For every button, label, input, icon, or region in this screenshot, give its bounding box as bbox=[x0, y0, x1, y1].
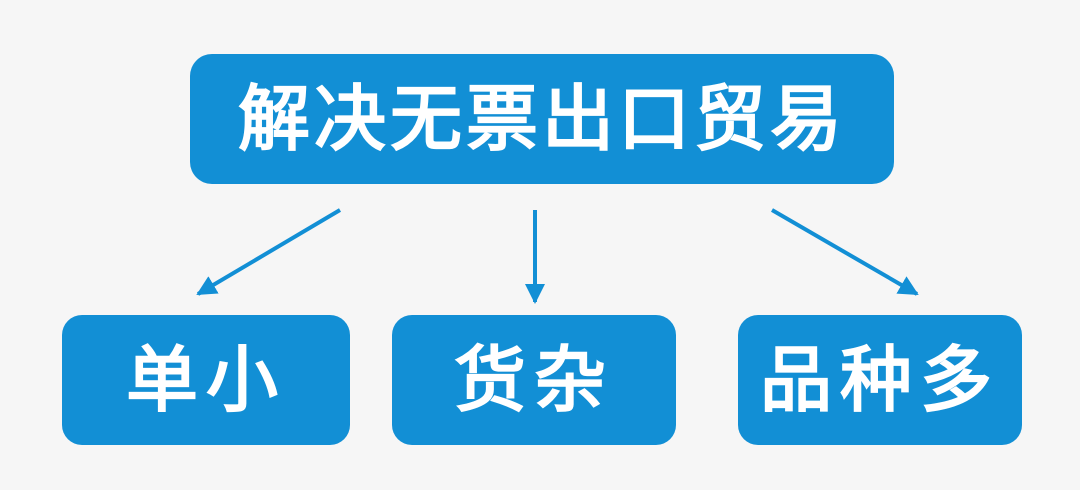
child-node-1-label: 单小 bbox=[125, 338, 286, 422]
root-node-label: 解决无票出口贸易 bbox=[237, 77, 846, 161]
arrow-to-child-1 bbox=[196, 208, 342, 296]
arrow-to-child-3 bbox=[770, 208, 919, 296]
root-node: 解决无票出口贸易 bbox=[190, 54, 894, 184]
child-node-1: 单小 bbox=[62, 315, 350, 445]
child-node-2: 货杂 bbox=[392, 315, 676, 445]
child-node-2-label: 货杂 bbox=[453, 338, 614, 422]
child-node-3: 品种多 bbox=[738, 315, 1022, 445]
child-node-3-label: 品种多 bbox=[759, 338, 1000, 422]
